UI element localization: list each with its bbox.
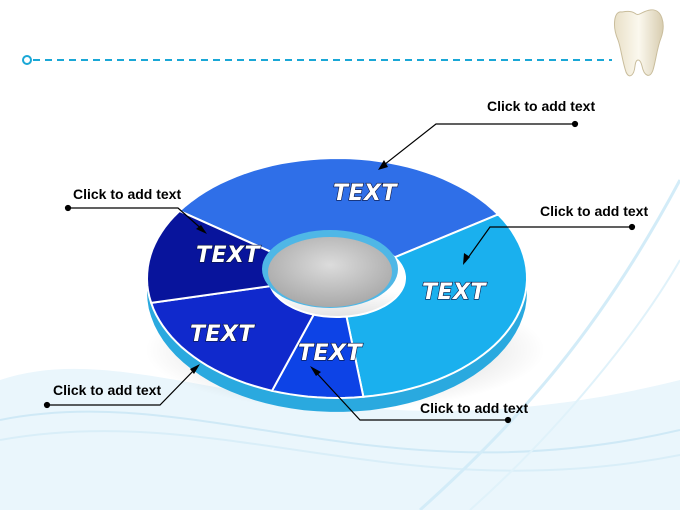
ring-hole [262, 230, 398, 308]
segment-labels: TEXT TEXT TEXT TEXT TEXT [189, 180, 487, 366]
background-waves [0, 179, 680, 510]
segment-label: TEXT [196, 243, 261, 268]
segment-label: TEXT [333, 181, 398, 206]
callout-label-right[interactable]: Click to add text [540, 203, 649, 219]
header-divider [22, 55, 612, 65]
ring-segments [145, 156, 529, 400]
segment-label: TEXT [422, 280, 487, 305]
connector-dot [628, 223, 636, 231]
connector-line [379, 123, 575, 169]
arrowhead [378, 160, 388, 170]
callout-label-left-bottom[interactable]: Click to add text [53, 382, 162, 398]
segment-label: TEXT [190, 322, 255, 347]
connector-dot [43, 401, 51, 409]
connector-line [47, 365, 199, 406]
connector-line [464, 226, 632, 263]
connector-dot [571, 120, 579, 128]
tooth-icon [614, 9, 664, 77]
callout-label-bottom[interactable]: Click to add text [420, 400, 529, 416]
connector-dot [64, 204, 72, 212]
callout-label-top-right[interactable]: Click to add text [487, 98, 596, 114]
callout-label-left-top[interactable]: Click to add text [73, 186, 182, 202]
callout-connectors [43, 120, 636, 424]
arrowhead [310, 366, 321, 376]
segment-label: TEXT [298, 341, 363, 366]
connector-line [68, 207, 206, 233]
arrowhead [463, 253, 470, 265]
arrowhead [190, 364, 200, 374]
arrowheads [190, 160, 470, 376]
connector-dot [504, 416, 512, 424]
arrowhead [196, 225, 207, 234]
connector-line [311, 367, 508, 421]
